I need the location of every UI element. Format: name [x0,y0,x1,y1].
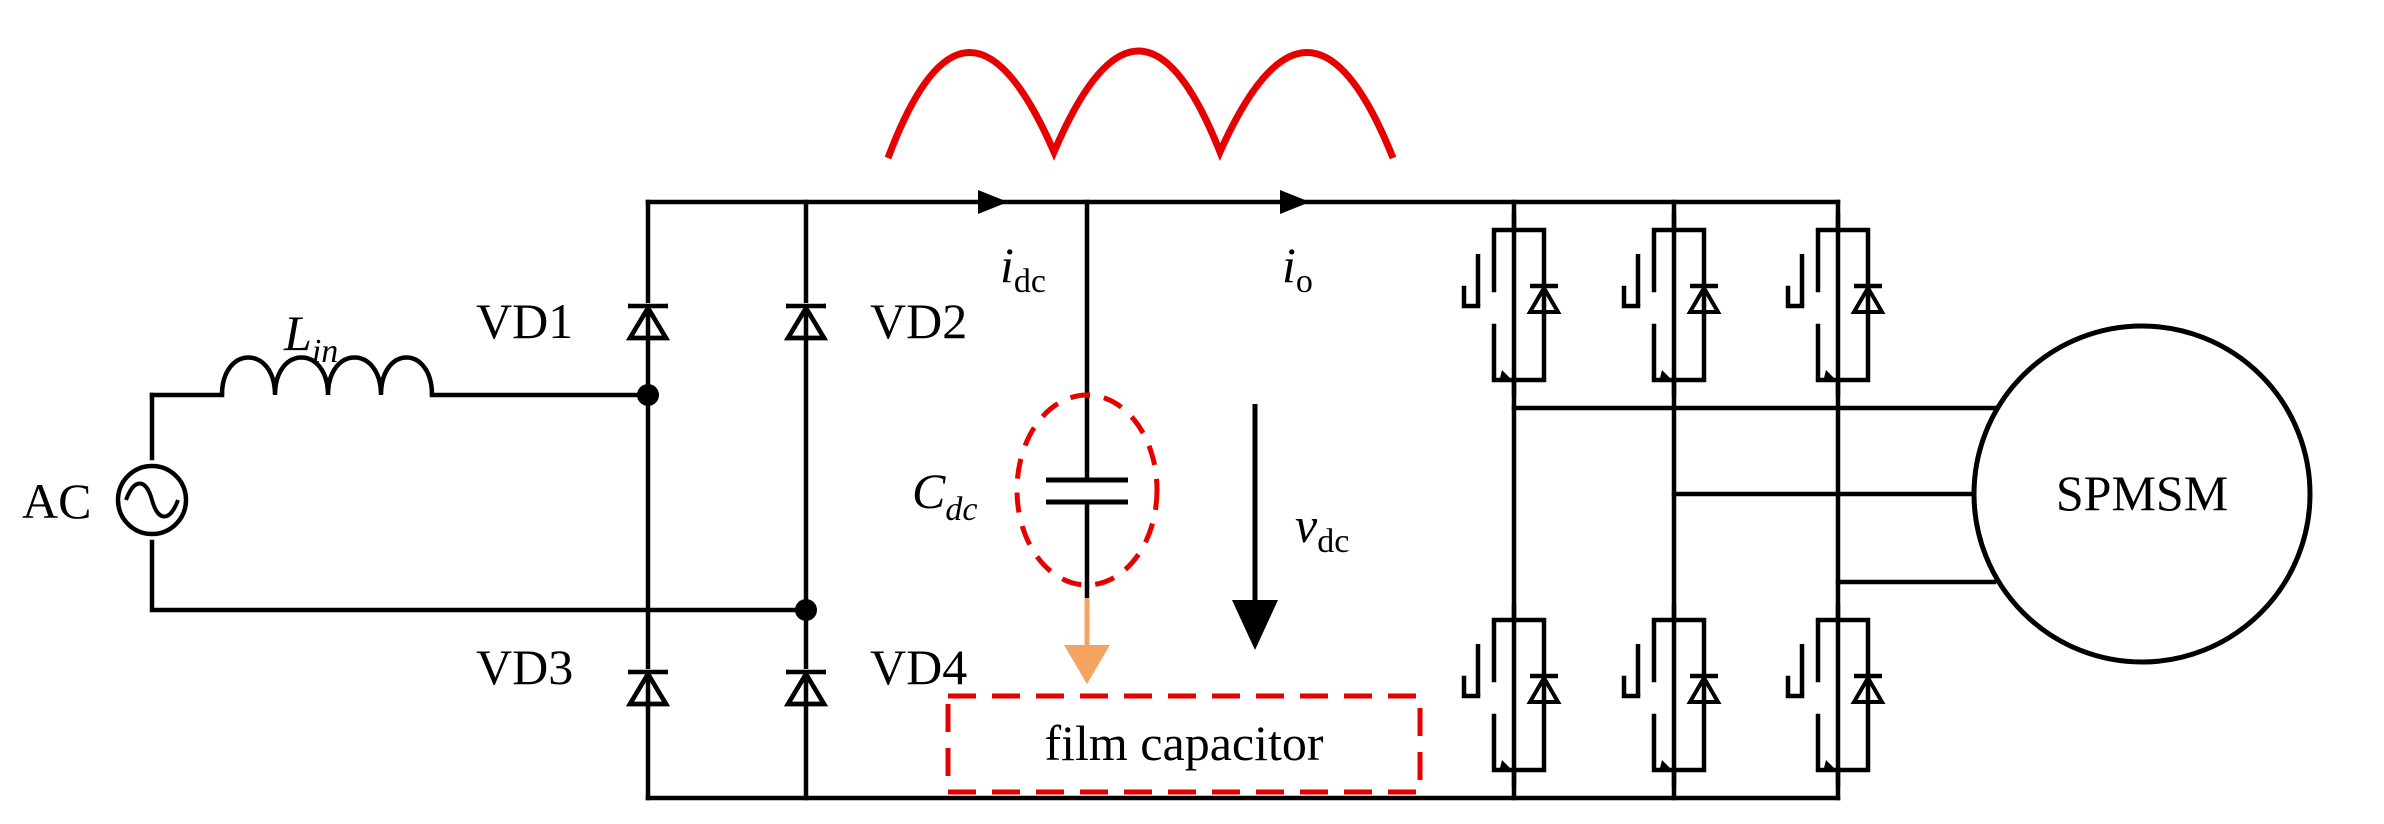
idc-arrow [978,190,1008,214]
io-arrow [1280,190,1310,214]
motor-icon [1971,323,2313,665]
igbt-icon [1464,606,1558,784]
igbt-icon [1624,216,1718,394]
capacitor-icon [1046,477,1128,505]
vd3-label: VD3 [476,639,573,695]
ripple-waveform [884,47,1397,162]
vdc-label: vdc [1295,497,1349,560]
vd2-label: VD2 [870,293,967,349]
film-capacitor-box [945,693,1423,795]
inductor-label: Lin [283,305,338,370]
idc-label: idc [1000,237,1046,300]
capacitor-highlight [1014,392,1160,588]
inductor-icon [219,355,435,396]
inverter [1464,199,1997,801]
ac-source-icon [115,463,189,537]
igbt-icon [1464,216,1558,394]
igbt-icon [1624,606,1718,784]
vd4-label: VD4 [870,639,967,695]
cdc-label: Cdc [912,463,977,528]
io-label: io [1282,237,1313,300]
igbt-icon [1788,216,1882,394]
ac-label: AC [22,473,91,529]
igbt-icon [1788,606,1882,784]
vd1-label: VD1 [476,293,573,349]
motor-label: SPMSM [2056,465,2228,521]
film-capacitor-label: film capacitor [1044,715,1323,771]
